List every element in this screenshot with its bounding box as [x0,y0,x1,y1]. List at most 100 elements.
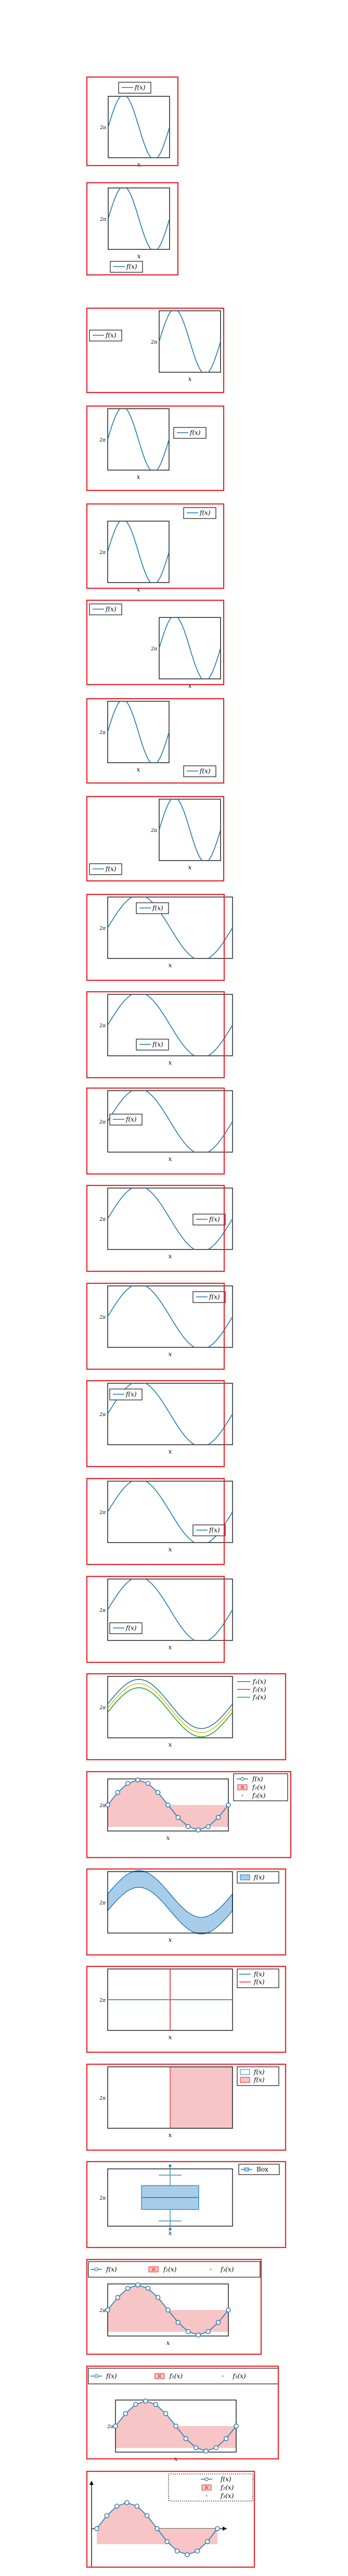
legend-label: f₁(x) [252,1678,266,1685]
data-point [113,2423,118,2429]
box-outlier [169,2164,172,2167]
legend-label: f₂(x) [220,2484,234,2491]
data-point [223,2436,229,2441]
data-point [94,2526,99,2531]
y-tick-label: 2π [99,1120,106,1125]
legend-box [118,82,151,94]
series-line [159,799,221,861]
legend-label: f₃(x) [220,2266,234,2273]
panel-frame [86,503,225,589]
series-line [108,96,170,158]
legend-box [192,1214,226,1226]
legend-label: f(x) [152,1041,163,1048]
legend-label: f₃(x) [220,2492,234,2499]
series-line [108,1579,233,1640]
panel-frame [86,307,225,394]
x-axis-label: x [169,1350,172,1358]
legend-box [237,1968,279,1988]
data-point [125,1781,131,1786]
x-axis-label: x [169,1644,172,1651]
x-axis-label: x [137,586,140,593]
panel-frame [86,1673,287,1761]
y-tick-label: 2π [99,1315,106,1320]
data-point [165,2307,171,2313]
data-point [155,1790,161,1795]
data-point [164,2539,170,2544]
panel-frame [86,1184,225,1272]
data-point [215,1815,221,1820]
legend-label: f(x) [125,1624,137,1632]
y-tick-label: 2π [99,1510,106,1516]
series-line [108,188,170,249]
data-point [175,2320,181,2325]
y-tick-label: 2π [99,1901,106,1906]
data-point [143,2398,148,2404]
data-point [115,2295,121,2300]
y-tick-label: 2π [99,2308,106,2314]
legend-label: f(x) [199,509,211,516]
series-line [108,994,233,1056]
series-line [108,1286,233,1347]
series-line [108,409,169,470]
data-point [163,2411,169,2416]
legend-label: f(x) [105,865,117,873]
legend-label: f(x) [209,1216,220,1223]
legend-box [109,1622,143,1634]
y-axis-arrow [89,2481,94,2485]
legend-marker [222,2375,224,2377]
x-axis-arrow [223,2527,227,2531]
legend-label: Box [256,2166,268,2173]
axes-box [107,1676,233,1738]
legend-box [183,507,216,519]
legend-marker [158,2374,162,2378]
legend-label: f(x) [253,2068,265,2076]
legend-box [136,902,169,914]
series-line [108,897,233,958]
legend-key [240,1874,250,1880]
data-point [234,2423,239,2429]
y-tick-label: 2π [99,730,106,736]
data-point [133,2402,138,2407]
legend-box [109,1114,143,1126]
data-point [135,1777,140,1783]
data-point [165,1802,171,1808]
panel-frame [86,182,179,276]
y-tick-label: 2π [150,828,158,834]
panel-frame [86,991,225,1079]
series-line [159,617,221,679]
panel-frame [86,1868,287,1956]
legend-box [110,261,143,273]
data-point [213,2445,219,2451]
x-axis-label: x [169,962,172,969]
chart-panel-25: f(x)f₂(x)f₃(x) [89,2473,253,2567]
data-point [135,2282,140,2288]
legend-marker [240,1777,244,1781]
legend-marker [210,2268,212,2270]
legend-box [89,863,122,875]
series-line [108,1481,233,1543]
legend-label: f(x) [253,2076,265,2083]
legend-label: f(x) [252,1775,263,1783]
legend-box [89,330,122,342]
y-tick-label: 2π [99,217,107,222]
legend-label: f(x) [152,904,163,912]
y-tick-label: 2π [99,2096,106,2101]
x-axis-label: x [166,1834,170,1841]
legend-label: f(x) [125,1391,137,1398]
legend-label: f(x) [105,605,117,613]
legend-marker [94,2374,98,2378]
legend-label: f(x) [220,2476,231,2483]
y-tick-label: 2π [99,1706,106,1711]
legend-marker [94,2267,98,2271]
series-fill-region [170,2067,233,2128]
series-line [108,1383,233,1445]
